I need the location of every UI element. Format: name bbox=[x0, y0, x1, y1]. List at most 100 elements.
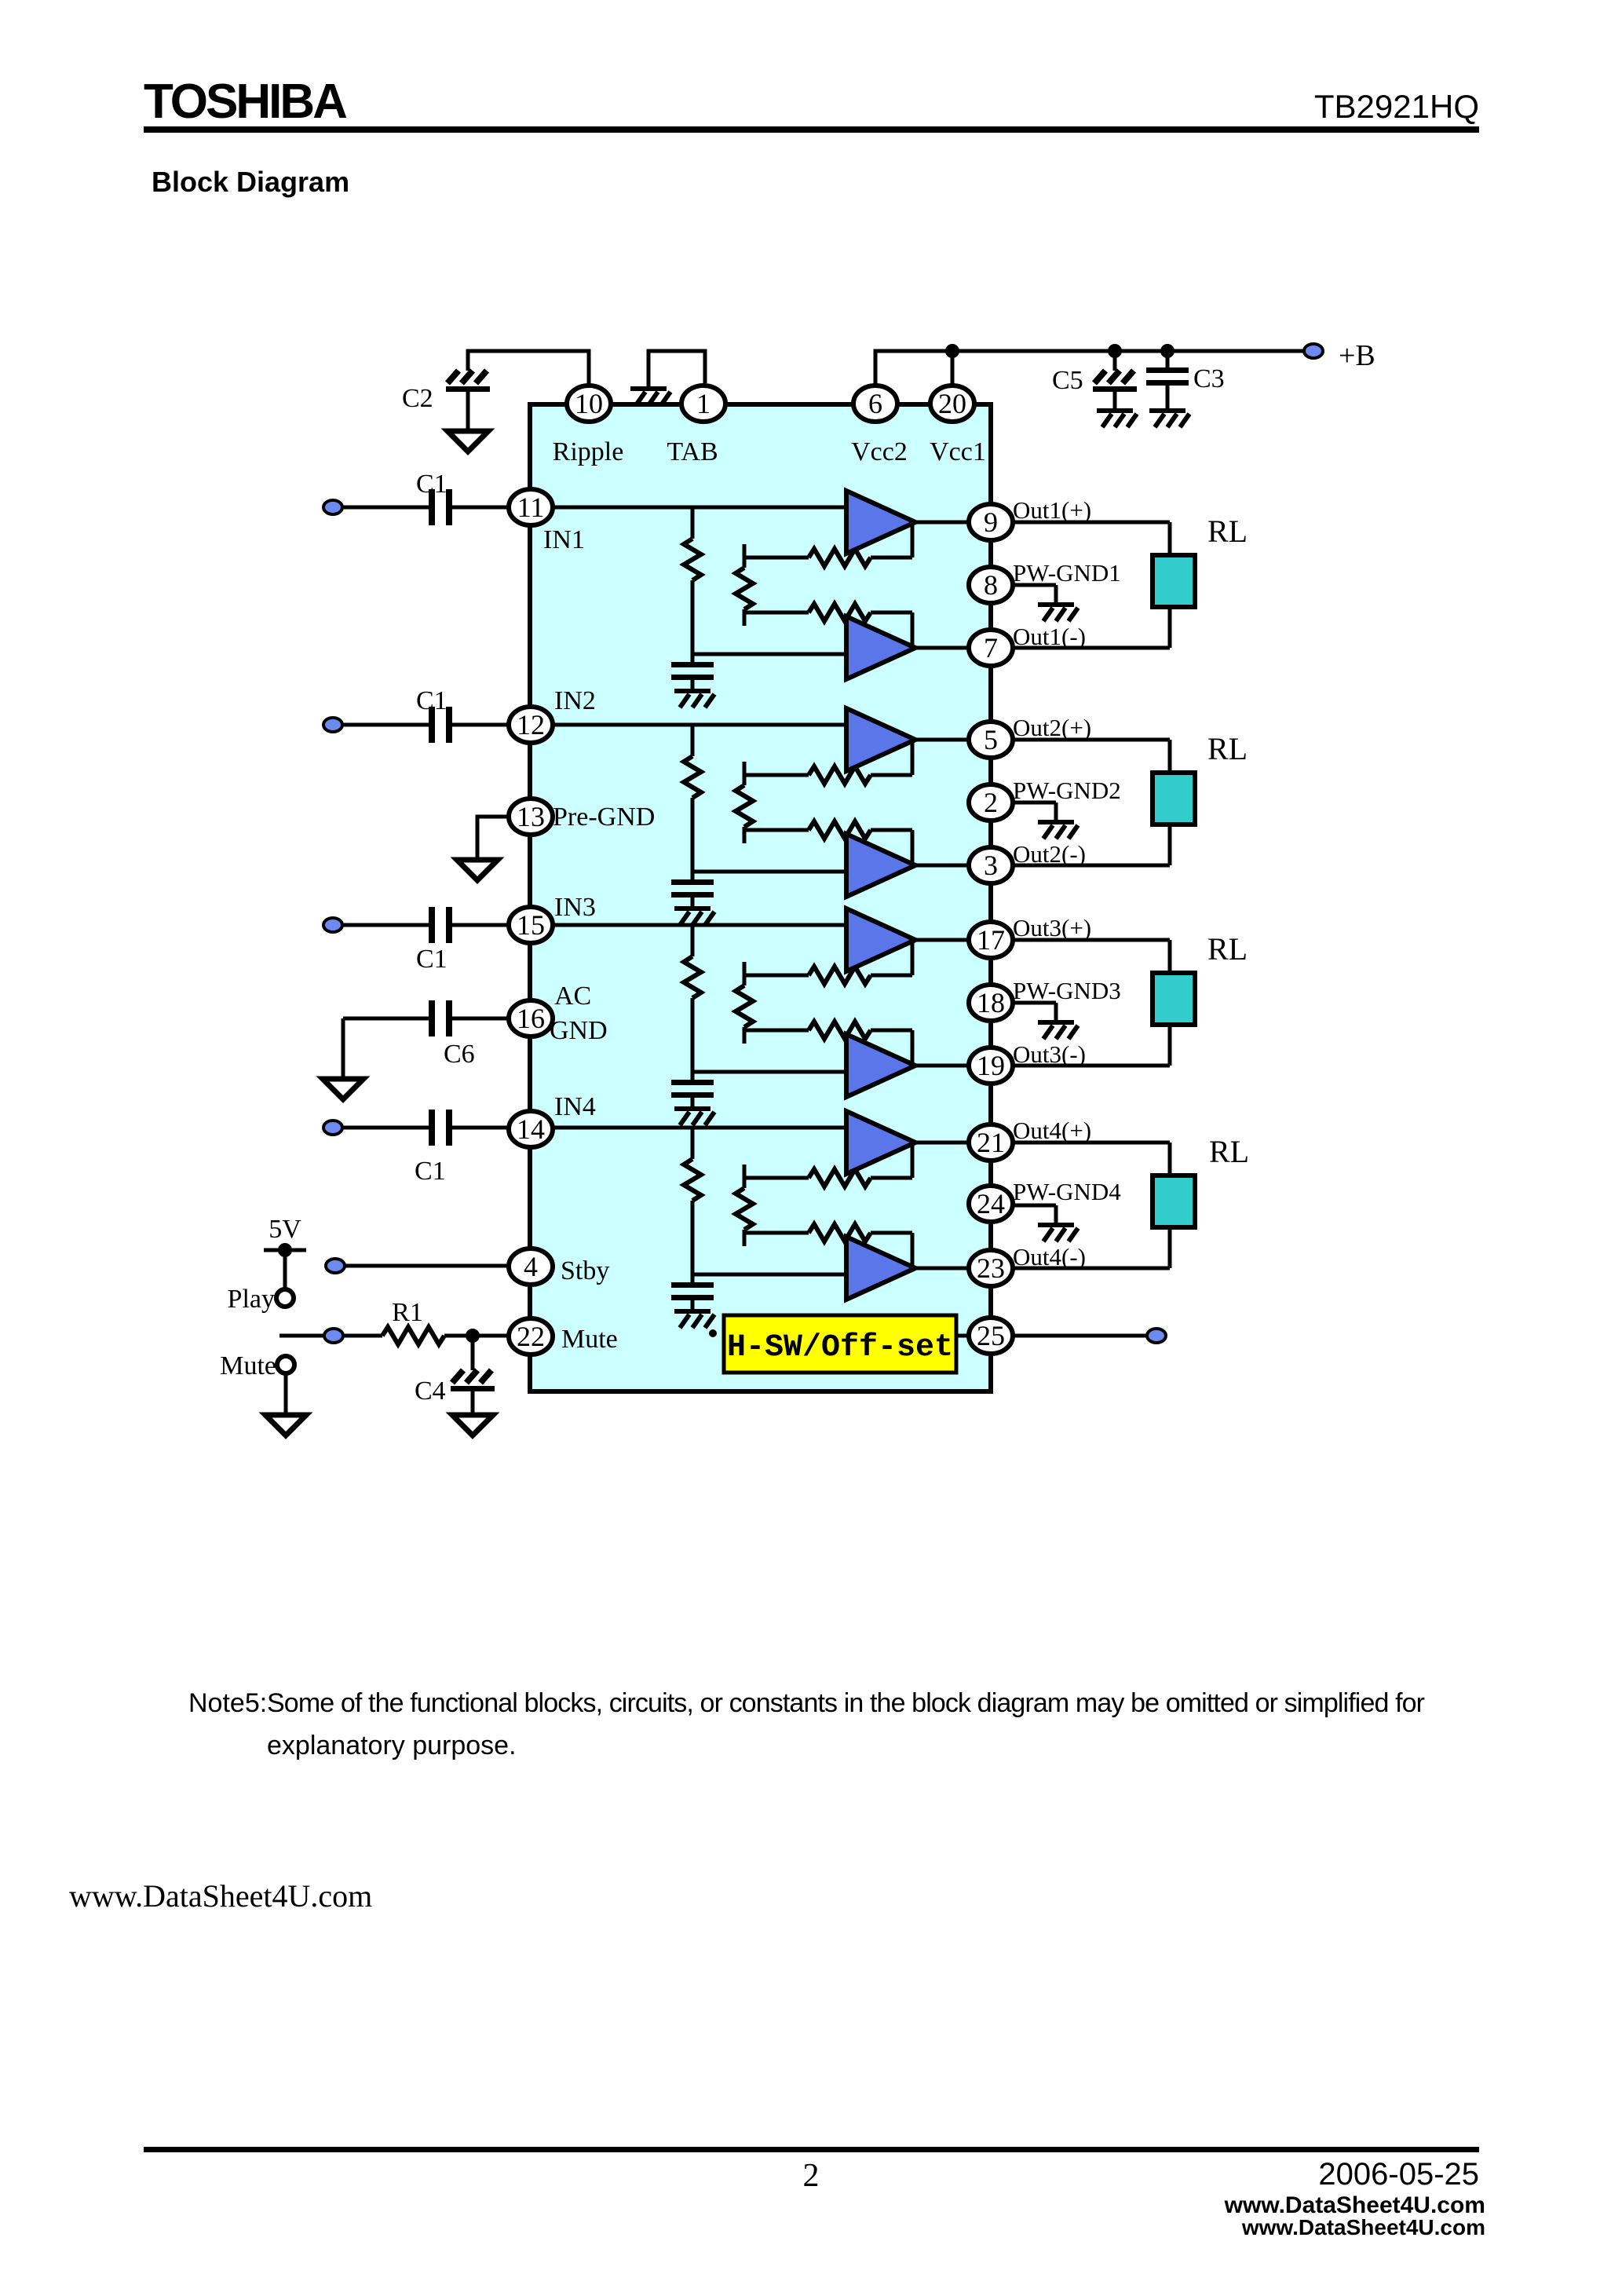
pin-label-out2m: Out2(-) bbox=[1013, 840, 1086, 868]
pin-5: 5 bbox=[969, 722, 1013, 758]
pin-number: 3 bbox=[984, 850, 998, 881]
watermark: www.DataSheet4U.com bbox=[69, 1878, 372, 1914]
pin-number: 10 bbox=[575, 388, 603, 419]
note-line2: explanatory purpose. bbox=[267, 1731, 517, 1760]
pin-label-out1m: Out1(-) bbox=[1013, 623, 1086, 650]
pin-label-vcc1: Vcc1 bbox=[930, 437, 986, 466]
pin-6: 6 bbox=[853, 386, 897, 422]
r1-label: R1 bbox=[392, 1298, 423, 1327]
c1-label-ch2: C1 bbox=[416, 686, 448, 715]
page-footer: 2 2006-05-25 www.DataSheet4U.com www.Dat… bbox=[144, 2147, 1485, 2239]
pin-number: 16 bbox=[517, 1003, 545, 1034]
c5-label: C5 bbox=[1052, 366, 1083, 395]
pin-label-ac: AC bbox=[554, 982, 591, 1011]
pin-23: 23 bbox=[969, 1250, 1013, 1286]
left-pins: 11 12 13 15 16 14 4 22 IN1 IN2 Pre-GND I… bbox=[509, 489, 655, 1355]
pin-10: 10 bbox=[567, 386, 611, 422]
dot-artifact bbox=[709, 1329, 717, 1337]
footer-site-ghost: www.DataSheet4U.com bbox=[1241, 2215, 1485, 2239]
pin-label-vcc2: Vcc2 bbox=[851, 437, 908, 466]
footer-site: www.DataSheet4U.com bbox=[1224, 2192, 1485, 2218]
pin-label-mute: Mute bbox=[561, 1325, 618, 1354]
pin-13: 13 bbox=[509, 799, 553, 835]
pin-number: 23 bbox=[977, 1252, 1005, 1284]
pin-22: 22 bbox=[509, 1318, 553, 1355]
pin-number: 15 bbox=[517, 909, 545, 941]
pin-label-tab: TAB bbox=[667, 437, 718, 466]
pin-label-in2: IN2 bbox=[554, 686, 596, 715]
note-line1: Some of the functional blocks, circuits,… bbox=[267, 1688, 1425, 1718]
pin-label-out4p: Out4(+) bbox=[1013, 1117, 1091, 1144]
c4-label: C4 bbox=[415, 1377, 446, 1406]
pin-14: 14 bbox=[509, 1111, 553, 1147]
pin-label-in3: IN3 bbox=[554, 893, 596, 922]
pin-number: 13 bbox=[517, 801, 545, 832]
pin-label-out3p: Out3(+) bbox=[1013, 914, 1091, 941]
pin-21: 21 bbox=[969, 1124, 1013, 1161]
note-label: Note5: bbox=[188, 1688, 267, 1718]
header-rule bbox=[144, 126, 1479, 133]
section-title: Block Diagram bbox=[152, 166, 349, 198]
pin-number: 9 bbox=[984, 506, 998, 538]
pin-label-stby: Stby bbox=[561, 1256, 609, 1285]
mute-switch-contact bbox=[275, 1354, 297, 1376]
rl-label-ch3: RL bbox=[1207, 931, 1248, 967]
pin-8: 8 bbox=[969, 567, 1013, 603]
pin-number: 7 bbox=[984, 632, 998, 664]
hsw-offset-block: H-SW/Off-set bbox=[709, 1313, 1167, 1375]
pin-20: 20 bbox=[930, 386, 974, 422]
pin-18: 18 bbox=[969, 985, 1013, 1021]
footer-rule bbox=[144, 2147, 1479, 2152]
pin-label-in1: IN1 bbox=[543, 525, 585, 554]
part-number: TB2921HQ bbox=[1314, 88, 1479, 125]
pin-label-pre-gnd: Pre-GND bbox=[553, 803, 655, 832]
pin-label-pwgnd2: PW-GND2 bbox=[1013, 777, 1121, 804]
pin-1: 1 bbox=[681, 386, 725, 422]
pin-16: 16 bbox=[509, 1000, 553, 1036]
pin-number: 18 bbox=[977, 987, 1005, 1018]
pin-label-in4: IN4 bbox=[554, 1092, 596, 1121]
rl-label-ch4: RL bbox=[1209, 1134, 1249, 1169]
play-label: Play bbox=[228, 1285, 275, 1314]
pin-3: 3 bbox=[969, 847, 1013, 883]
pin-label-out2p: Out2(+) bbox=[1013, 714, 1091, 741]
pre-gnd-circuit bbox=[457, 814, 509, 880]
top-external-circuit: C2 C5 C3 +B bbox=[402, 339, 1375, 452]
pin-label-out3m: Out3(-) bbox=[1013, 1040, 1086, 1068]
pin-label-out1p: Out1(+) bbox=[1013, 496, 1091, 524]
page-number: 2 bbox=[803, 2158, 820, 2194]
brand-logo: TOSHIBA bbox=[144, 75, 347, 129]
rl-label-ch2: RL bbox=[1207, 731, 1248, 766]
pin-number: 2 bbox=[984, 787, 998, 818]
hsw-offset-box bbox=[721, 1313, 959, 1375]
pin-25: 25 bbox=[969, 1318, 1013, 1354]
pin-7: 7 bbox=[969, 630, 1013, 666]
pin-number: 22 bbox=[517, 1321, 545, 1352]
pin-number: 25 bbox=[977, 1320, 1005, 1351]
pin-number: 6 bbox=[868, 388, 882, 419]
pin-number: 8 bbox=[984, 569, 998, 601]
pin-label-gnd: GND bbox=[550, 1016, 608, 1045]
pin-2: 2 bbox=[969, 784, 1013, 821]
pin-number: 4 bbox=[524, 1251, 538, 1282]
pin-number: 12 bbox=[517, 709, 545, 740]
ic-block-body bbox=[528, 402, 993, 1394]
pin-24: 24 bbox=[969, 1186, 1013, 1222]
pin-12: 12 bbox=[509, 707, 553, 743]
play-switch-contact bbox=[274, 1287, 296, 1309]
pin-number: 11 bbox=[517, 492, 545, 523]
pin-9: 9 bbox=[969, 504, 1013, 540]
page-header: TOSHIBA TB2921HQ Block Diagram bbox=[144, 75, 1479, 198]
pin-number: 19 bbox=[977, 1050, 1005, 1081]
pin-11: 11 bbox=[509, 489, 553, 525]
c3-label: C3 bbox=[1193, 364, 1225, 393]
pin-number: 21 bbox=[977, 1127, 1005, 1158]
pin-label-pwgnd3: PW-GND3 bbox=[1013, 977, 1121, 1004]
standby-mute-circuit: 5V Play R1 C4 Mute bbox=[220, 1215, 509, 1435]
pin-number: 17 bbox=[977, 924, 1005, 956]
mute-label: Mute bbox=[220, 1351, 276, 1380]
ac-gnd-circuit: C6 bbox=[323, 1000, 509, 1099]
c2-label: C2 bbox=[402, 384, 433, 413]
rl-label-ch1: RL bbox=[1207, 514, 1248, 549]
